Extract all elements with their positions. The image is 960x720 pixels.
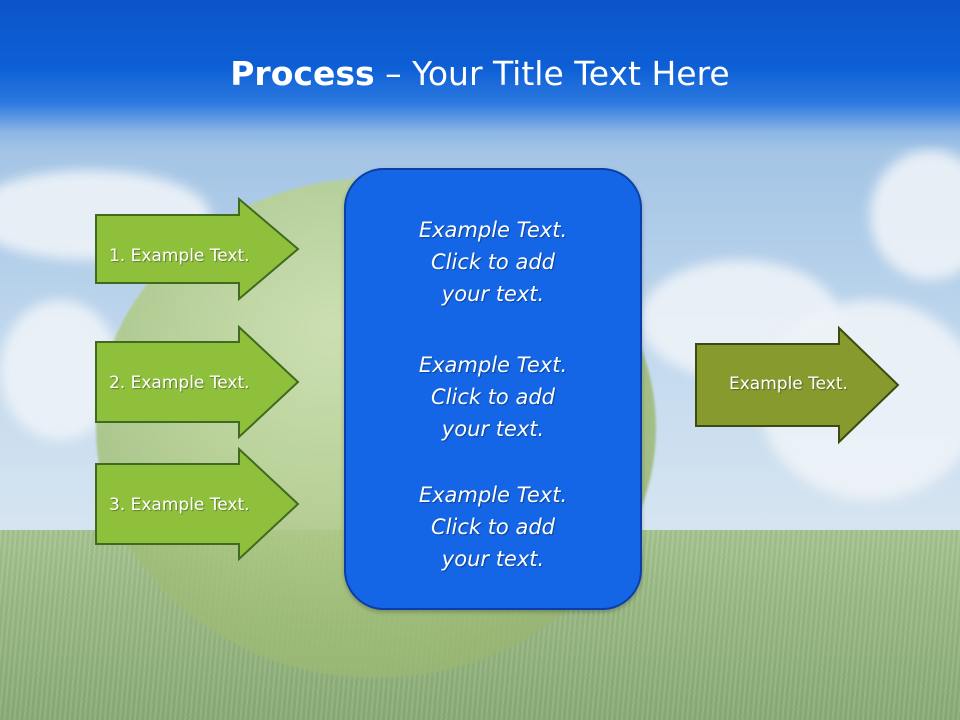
output-arrow[interactable]: Example Text. [695,325,900,445]
panel-text-block-1[interactable]: Example Text. Click to add your text. [346,214,640,310]
header-band [0,0,960,150]
panel-text-block-2[interactable]: Example Text. Click to add your text. [346,349,640,445]
title-rest: – Your Title Text Here [374,54,730,93]
panel-text-line: Example Text. [418,218,568,242]
panel-text-line: your text. [441,547,545,571]
arrow-shape [95,196,300,302]
cloud [870,150,960,280]
panel-text-line: Click to add [430,515,555,539]
input-arrow-label: 3. Example Text. [109,495,250,515]
input-arrow-label: 1. Example Text. [109,246,250,266]
input-arrow-label: 2. Example Text. [109,373,250,393]
panel-text-block-3[interactable]: Example Text. Click to add your text. [346,479,640,575]
panel-text-line: Click to add [430,250,555,274]
input-arrow-1[interactable]: 1. Example Text. [95,196,300,302]
panel-text-line: Example Text. [418,483,568,507]
process-panel[interactable]: Example Text. Click to add your text. Ex… [344,168,642,610]
panel-text-line: Click to add [430,385,555,409]
slide-title[interactable]: Process – Your Title Text Here [0,52,960,96]
panel-text-line: Example Text. [418,353,568,377]
input-arrow-3[interactable]: 3. Example Text. [95,446,300,562]
panel-text-line: your text. [441,282,545,306]
input-arrow-2[interactable]: 2. Example Text. [95,324,300,440]
arrow-shape [695,325,900,445]
panel-text-line: your text. [441,417,545,441]
arrow-shape [95,324,300,440]
arrow-shape [95,446,300,562]
output-arrow-label: Example Text. [729,374,848,394]
title-strong: Process [230,54,375,93]
